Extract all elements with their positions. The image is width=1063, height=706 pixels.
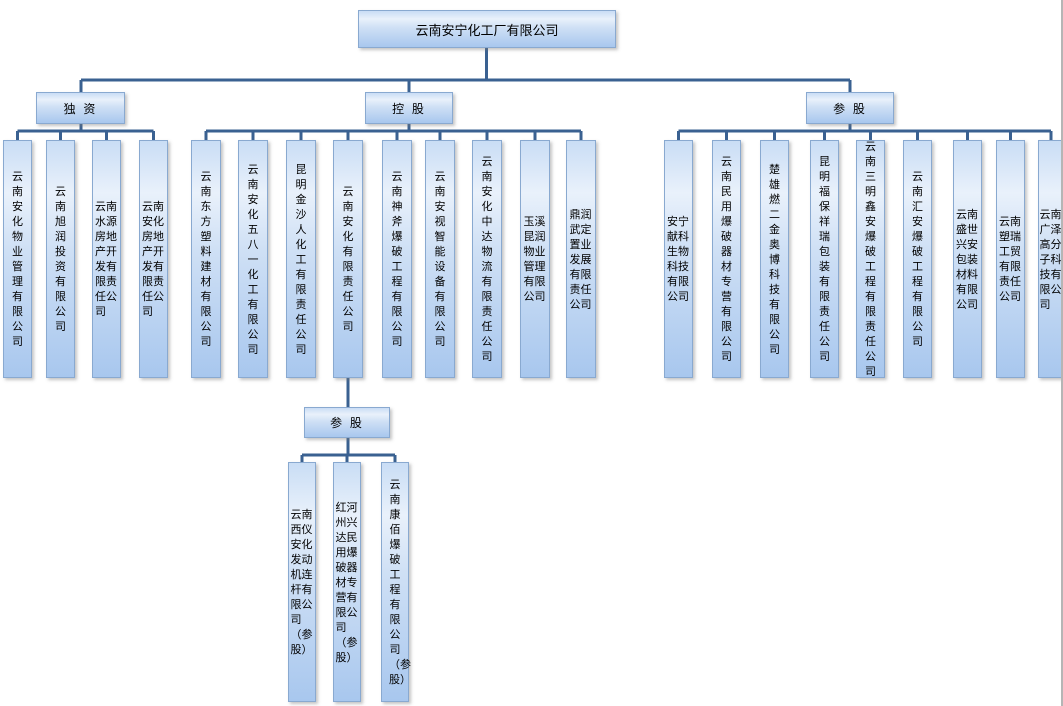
group-label-sub-cangu: 参 股 — [304, 407, 390, 438]
org-node: 云南旭润投资有限公司 — [46, 140, 75, 378]
org-node: 鼎润武定置业发展有限责任公司 — [566, 140, 596, 378]
org-node: 云南安化房地产开发有限责任公司 — [139, 140, 168, 378]
org-root-label: 云南安宁化工厂有限公司 — [415, 23, 559, 39]
org-node: 安宁献科生物科技有限公司 — [664, 140, 693, 378]
org-node: 云南水源房地产开发有限责任公司 — [92, 140, 121, 378]
connector-main — [79, 48, 852, 92]
org-node: 云南安化五八一化工有限公司 — [238, 140, 268, 378]
org-node: 昆明金沙人化工有限责任公司 — [286, 140, 316, 378]
org-node: 云南西仪安化发动机连杆有限公司（参股） — [288, 462, 316, 702]
connector-group-duzi — [16, 124, 155, 140]
org-node: 云南塑瑞工贸有限责任公司 — [996, 140, 1025, 378]
group-label-cangu: 参 股 — [806, 92, 894, 124]
connector-group-konggu — [204, 124, 583, 140]
org-node: 云南安化有限责任公司 — [333, 140, 363, 378]
org-root-node: 云南安宁化工厂有限公司 — [358, 10, 616, 48]
org-node: 玉溪昆润物业管理有限公司 — [520, 140, 550, 378]
org-node: 云南盛世兴安包装材料有限公司 — [953, 140, 982, 378]
org-node: 云南汇安爆破工程有限公司 — [903, 140, 932, 378]
connector-group-cangu — [677, 124, 1053, 140]
org-node: 昆明福保祥瑞包装有限责任公司 — [810, 140, 839, 378]
group-label-duzi: 独 资 — [36, 92, 125, 124]
window-edge — [1061, 0, 1063, 706]
org-node: 云南康佰爆破工程有限公司（参股） — [381, 462, 411, 702]
org-node: 云南安化物业管理有限公司 — [3, 140, 32, 378]
org-node: 楚雄燃二金奥博科技有限公司 — [760, 140, 789, 378]
org-node: 云南神斧爆破工程有限公司 — [382, 140, 412, 378]
connector-subgroup — [300, 378, 397, 462]
org-node: 云南广泽高分子科技有限公司 — [1038, 140, 1063, 378]
org-node: 云南三明鑫安爆破工程有限责任公司 — [856, 140, 885, 378]
org-node: 云南东方塑料建材有限公司 — [191, 140, 221, 378]
org-node: 云南民用爆破器材专营有限公司 — [712, 140, 741, 378]
org-node: 红河州兴达民用爆破器材专营有限公司（参股） — [333, 462, 361, 702]
group-label-konggu: 控 股 — [365, 92, 453, 124]
org-node: 云南安视智能设备有限公司 — [425, 140, 455, 378]
org-node: 云南安化中达物流有限责任公司 — [472, 140, 502, 378]
